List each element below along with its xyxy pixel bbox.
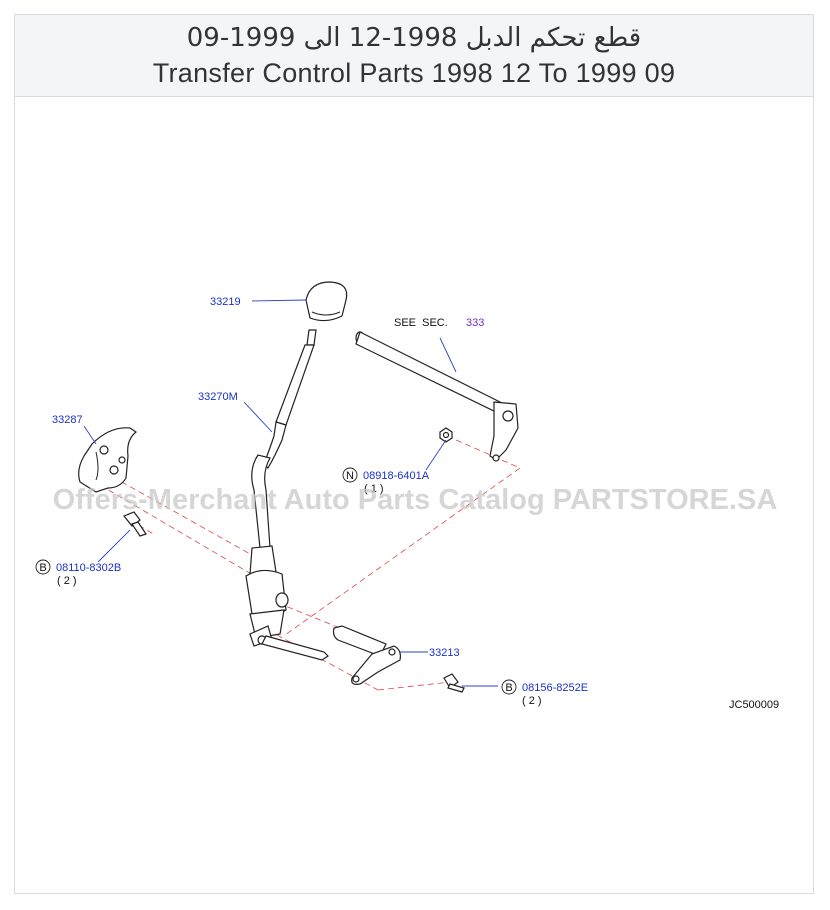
label-rod[interactable]: 33213 <box>429 647 460 659</box>
label-bracket[interactable]: 33287 <box>52 414 83 426</box>
callout-circle-n <box>342 467 358 483</box>
shift-knob <box>305 281 348 322</box>
watermark: Offers-Merchant Auto Parts Catalog PARTS… <box>53 484 778 516</box>
label-bolt-right[interactable]: 08156-8252E <box>522 682 588 694</box>
callout-circle-b-right <box>501 679 517 695</box>
see-sec-ref[interactable]: 333 <box>466 317 484 329</box>
qty-bolt-right: ( 2 ) <box>522 695 542 707</box>
diagram-frame: قطع تحكم الدبل 1998-12 الى 1999-09 Trans… <box>14 14 814 894</box>
title-arabic: قطع تحكم الدبل 1998-12 الى 1999-09 <box>186 23 642 53</box>
diagram-code: JC500009 <box>729 699 779 711</box>
header: قطع تحكم الدبل 1998-12 الى 1999-09 Trans… <box>15 15 813 97</box>
nut <box>439 427 453 443</box>
qty-bolt-left: ( 2 ) <box>57 575 77 587</box>
title-english: Transfer Control Parts 1998 12 To 1999 0… <box>152 58 676 88</box>
label-nut[interactable]: 08918-6401A <box>363 470 430 482</box>
label-bolt-left[interactable]: 08110-8302B <box>56 562 121 574</box>
bolt-right <box>443 673 465 693</box>
callout-bolt-right: B 08156-8252E ( 2 ) <box>501 679 588 707</box>
callout-bolt-left: B 08110-8302B ( 2 ) <box>35 559 121 587</box>
callout-nut: N 08918-6401A ( 1 ) <box>342 467 430 495</box>
control-rod <box>332 625 401 685</box>
callout-prefix-n: N <box>346 470 354 482</box>
shift-lever <box>245 329 329 661</box>
see-sec-text: SEE SEC. <box>394 317 448 329</box>
label-knob[interactable]: 33219 <box>210 296 241 308</box>
callout-prefix-b-left: B <box>39 562 46 574</box>
callout-prefix-b-right: B <box>505 682 512 694</box>
bracket <box>78 427 138 493</box>
bolt-left <box>123 511 147 537</box>
qty-nut: ( 1 ) <box>364 483 384 495</box>
callout-circle-b-left <box>35 559 51 575</box>
label-lever[interactable]: 33270M <box>198 391 238 403</box>
transfer-shaft <box>355 331 519 462</box>
leader-lines <box>83 299 498 687</box>
